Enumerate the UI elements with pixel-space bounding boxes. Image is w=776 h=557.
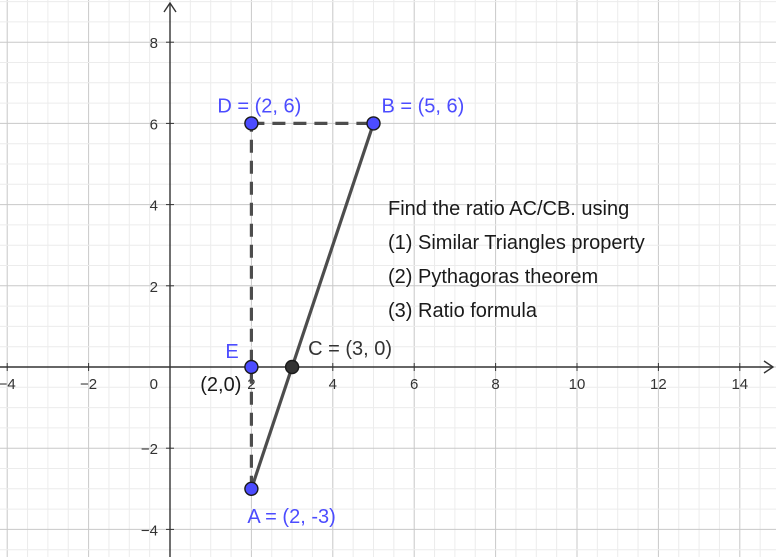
problem-line-4: (3) Ratio formula (388, 300, 538, 322)
point-B-label: B = (5, 6) (382, 95, 465, 117)
point-C-label: C = (3, 0) (308, 338, 392, 360)
problem-line-1: Find the ratio AC/CB. using (388, 198, 629, 220)
segments (249, 121, 376, 491)
point-E-coords: (2,0) (200, 374, 241, 396)
y-axis-arrow (163, 1, 177, 13)
point-A-label: A = (2, -3) (247, 506, 335, 528)
point-D[interactable] (244, 116, 259, 131)
x-tick-label: 2 (247, 376, 255, 393)
point-D-label: D = (2, 6) (217, 95, 301, 117)
x-tick-label: −2 (80, 376, 97, 393)
origin-label: 0 (150, 376, 158, 393)
problem-line-3: (2) Pythagoras theorem (388, 266, 598, 288)
x-axis-arrow (763, 360, 775, 374)
point-A[interactable] (244, 481, 259, 496)
y-tick-label: 4 (150, 198, 158, 215)
problem-line-2: (1) Similar Triangles property (388, 232, 645, 254)
y-tick-label: −4 (141, 522, 158, 539)
x-tick-label: 12 (650, 376, 667, 393)
points[interactable]: A = (2, -3) B = (5, 6) C = (3, 0) D = (2, 6… (200, 95, 464, 527)
point-E-label: E (225, 341, 238, 363)
x-tick-label: 10 (569, 376, 586, 393)
tick-labels: −4 −2 2 4 6 8 10 12 14 −4 −2 2 4 6 8 0 (0, 35, 748, 539)
x-tick-label: 14 (731, 376, 748, 393)
segment-AB (249, 121, 376, 491)
point-B[interactable] (366, 116, 381, 131)
y-tick-label: −2 (141, 441, 158, 458)
y-tick-label: 6 (150, 116, 158, 133)
x-tick-label: 8 (491, 376, 499, 393)
y-tick-label: 2 (150, 279, 158, 296)
x-tick-label: −4 (0, 376, 16, 393)
y-tick-label: 8 (150, 35, 158, 52)
point-E[interactable] (244, 359, 259, 375)
problem-text: Find the ratio AC/CB. using (1) Similar … (388, 198, 645, 322)
x-tick-label: 4 (329, 376, 337, 393)
x-tick-label: 6 (410, 376, 418, 393)
point-C[interactable] (284, 359, 300, 375)
